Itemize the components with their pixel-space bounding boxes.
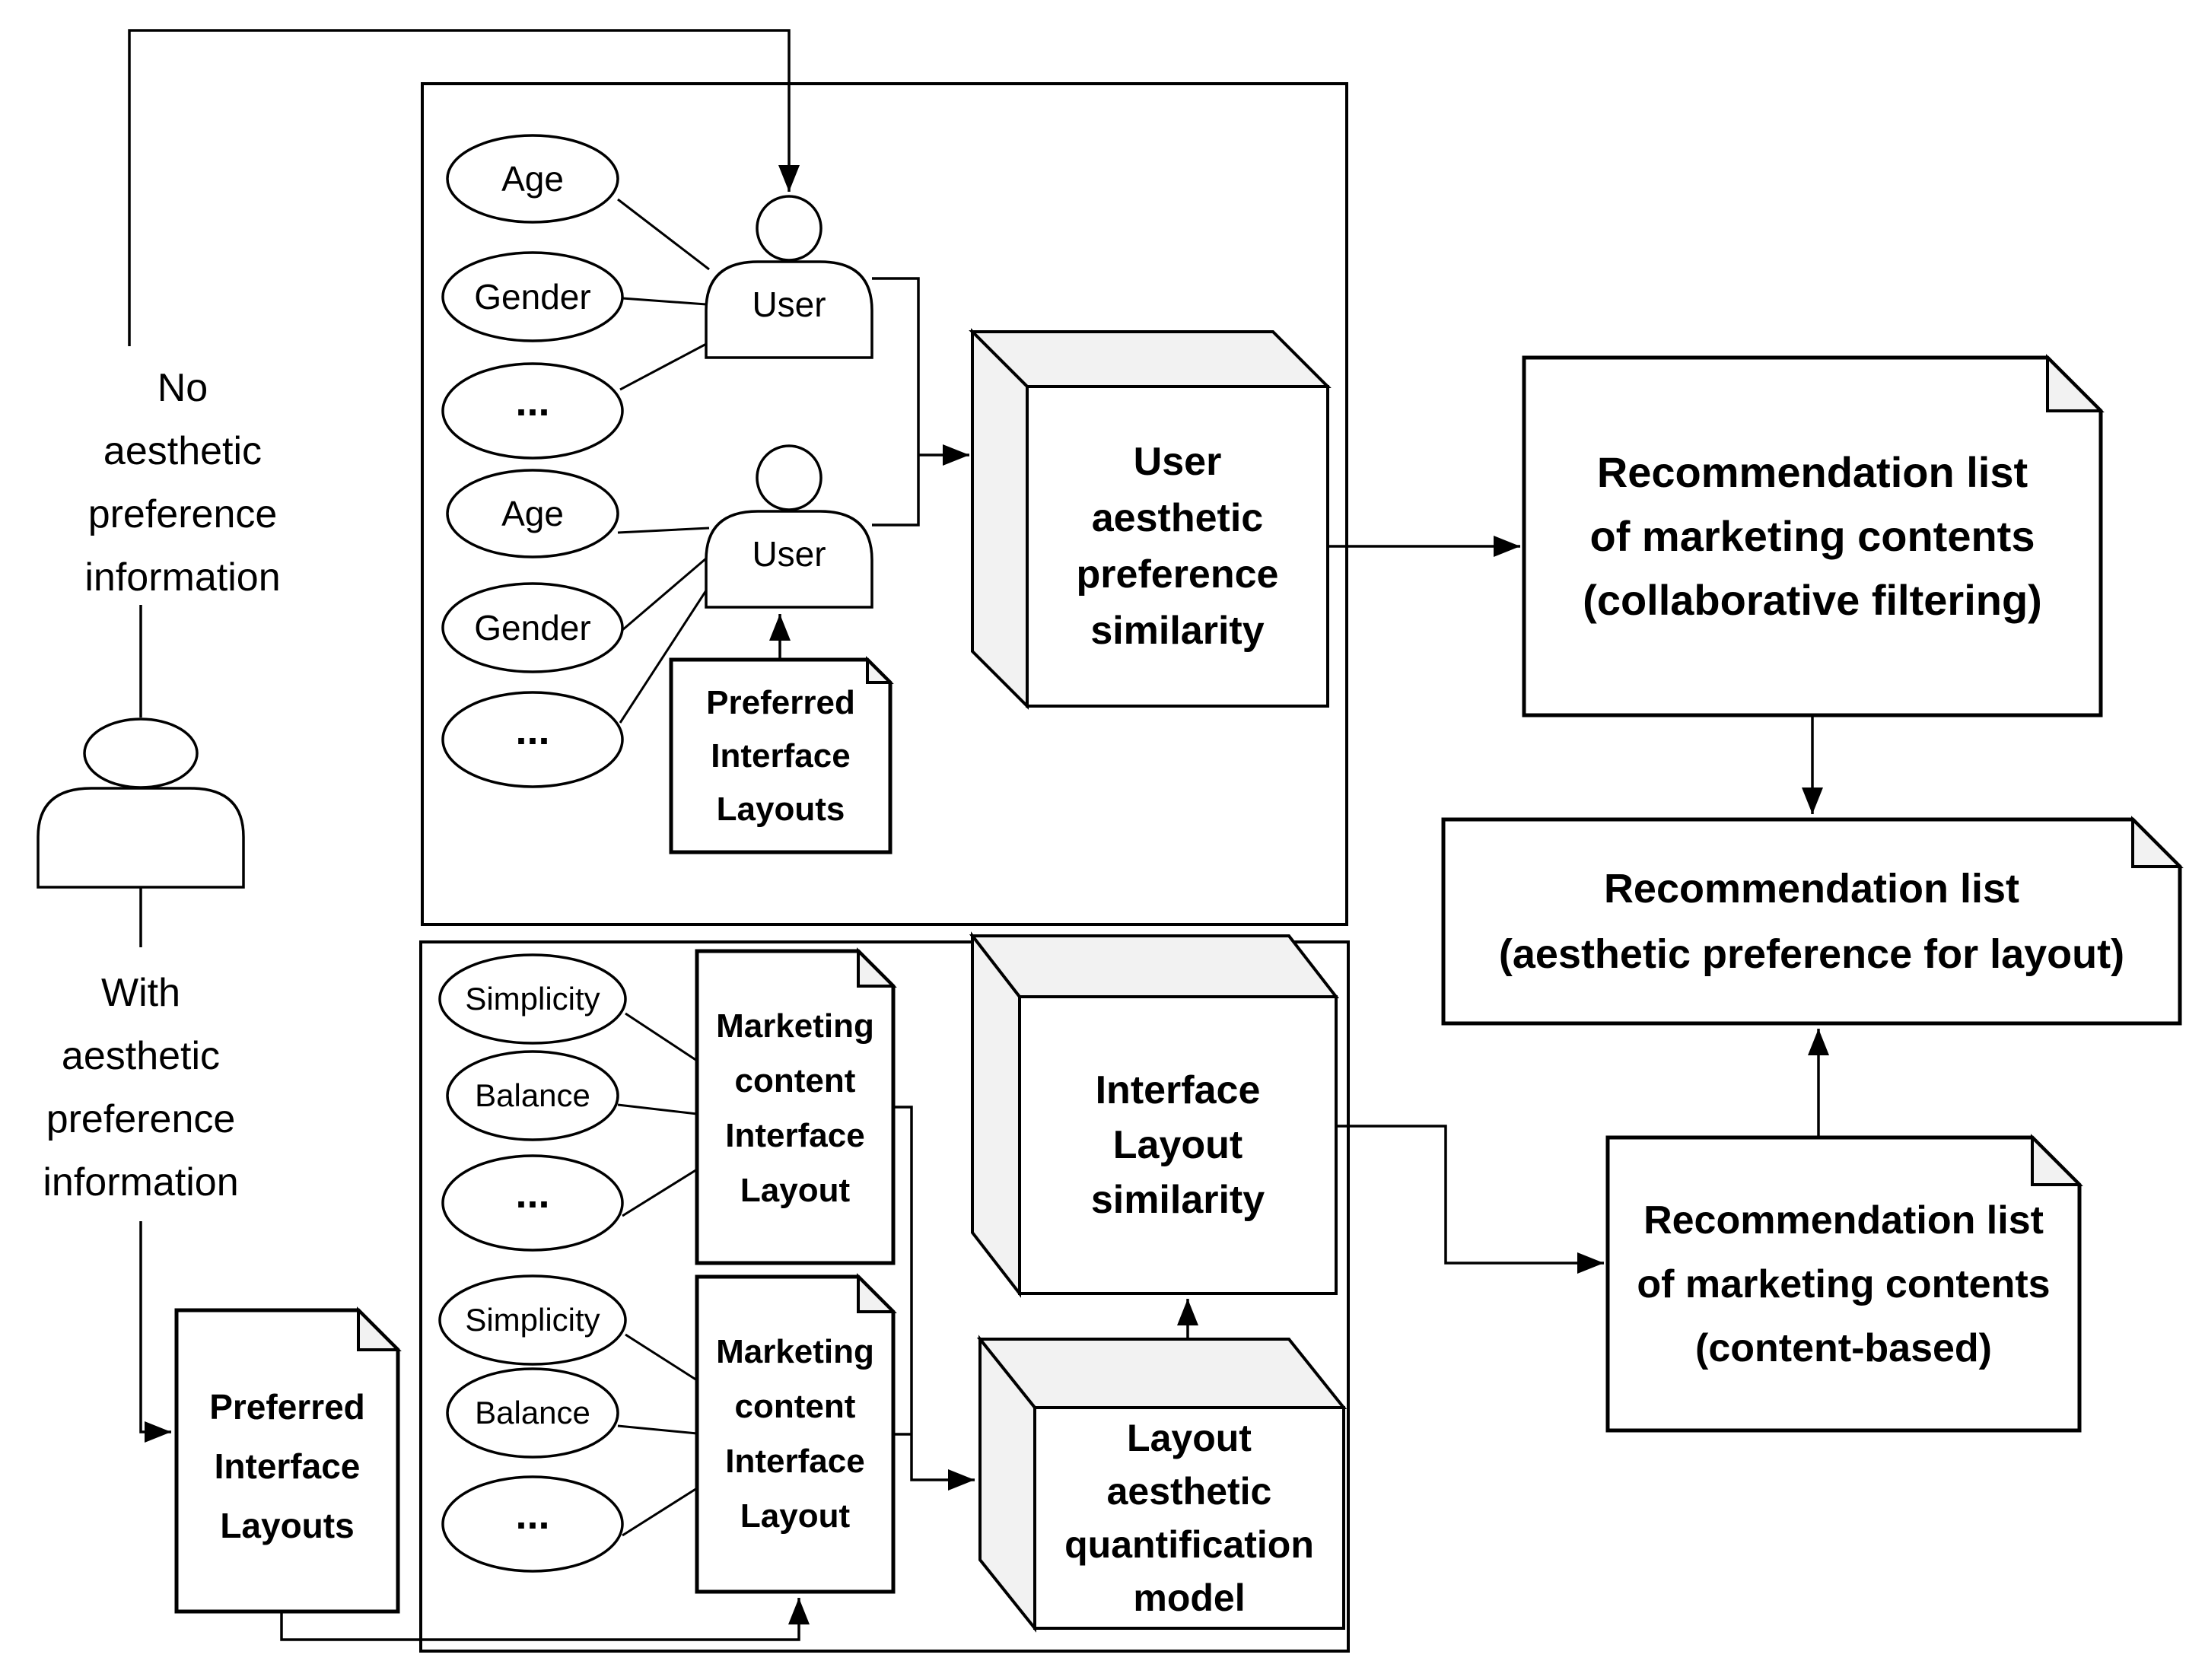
user1-label: User	[752, 285, 826, 324]
attribute-links	[617, 198, 711, 1537]
quantification-model-cube	[976, 1335, 1348, 1633]
user2-attr-more-label: ...	[515, 708, 550, 753]
layout1-attr-balance-label: Balance	[475, 1077, 590, 1113]
layout-attribute-ellipses	[438, 953, 627, 1573]
preferred-layouts-doc-left	[174, 1306, 402, 1614]
marketing-layout-doc1-label: Marketing content Interface Layout	[716, 1007, 874, 1209]
arrow-layouts-to-quant	[893, 1106, 975, 1491]
user2-icon	[705, 444, 873, 609]
layout1-attr-more-label: ...	[515, 1171, 550, 1217]
person-icon	[37, 718, 245, 889]
final-doc-label: Recommendation list (aesthetic preferenc…	[1498, 866, 2125, 977]
preferred-layouts-doc-top-label: Preferred Interface Layouts	[706, 684, 855, 828]
user2-label: User	[752, 534, 826, 574]
user1-attr-more-label: ...	[515, 379, 550, 425]
preferred-layouts-doc-left-label: Preferred Interface Layouts	[209, 1387, 365, 1545]
arrow-doc-to-layout2	[280, 1598, 810, 1641]
user1-icon	[705, 195, 873, 359]
user1-attr-age-label: Age	[501, 159, 564, 199]
user1-attr-gender-label: Gender	[474, 277, 591, 317]
users-container-box	[421, 82, 1348, 926]
user-similarity-cube	[969, 328, 1332, 710]
arrow-no-pref-to-user1	[128, 29, 800, 346]
collaborative-recommendation-doc	[1522, 354, 2105, 718]
user-similarity-cube-label: User aesthetic preference similarity	[1076, 440, 1279, 653]
bracket-users	[872, 277, 920, 527]
layout-similarity-cube-label: Interface Layout similarity	[1090, 1068, 1265, 1222]
marketing-layout-doc-2	[695, 1273, 897, 1594]
quantification-cube-label: Layout aesthetic quantification model	[1064, 1417, 1314, 1619]
layout-similarity-cube	[969, 931, 1340, 1298]
marketing-layout-doc-1	[695, 947, 897, 1265]
collaborative-doc-label: Recommendation list of marketing content…	[1583, 448, 2042, 624]
user2-attr-age-label: Age	[501, 494, 564, 533]
user2-attr-gender-label: Gender	[474, 608, 591, 648]
content-based-doc-label: Recommendation list of marketing content…	[1637, 1198, 2051, 1370]
preferred-layouts-doc-top	[669, 656, 894, 854]
layout2-attr-balance-label: Balance	[475, 1395, 590, 1430]
arrow-layoutsim-to-content	[1336, 1125, 1604, 1274]
with-aesthetic-preference-label: With aesthetic preference information	[43, 970, 239, 1205]
layout1-attr-simplicity-label: Simplicity	[465, 981, 600, 1017]
layout2-attr-more-label: ...	[515, 1492, 550, 1538]
user-attribute-ellipses	[441, 134, 624, 788]
no-aesthetic-preference-label: No aesthetic preference information	[84, 365, 281, 600]
arrow-with-pref-to-doc	[139, 1221, 171, 1443]
final-recommendation-doc	[1441, 816, 2184, 1026]
content-based-recommendation-doc	[1605, 1134, 2083, 1433]
layout2-attr-simplicity-label: Simplicity	[465, 1302, 600, 1338]
marketing-layout-doc2-label: Marketing content Interface Layout	[716, 1333, 874, 1535]
layouts-container-box	[419, 940, 1350, 1653]
